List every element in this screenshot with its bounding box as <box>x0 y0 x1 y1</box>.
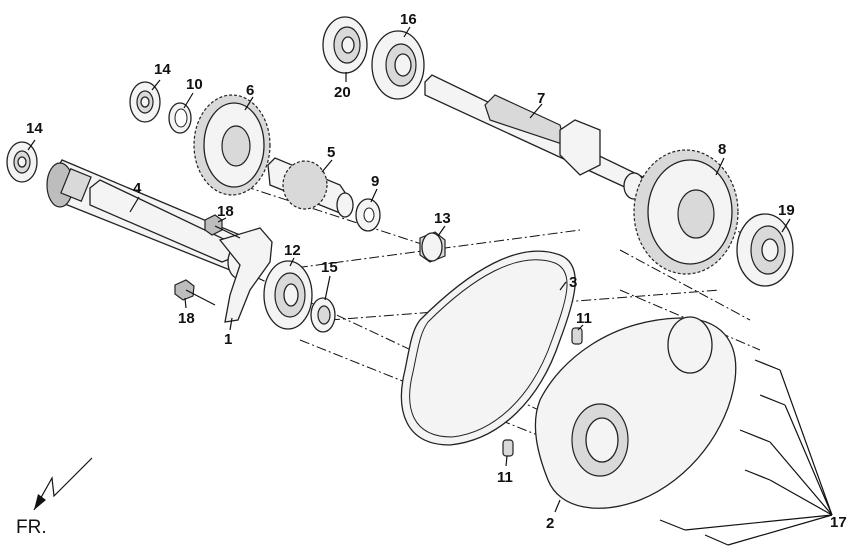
callout-17: 17 <box>830 514 847 531</box>
callout-18-lower: 18 <box>178 310 195 327</box>
callout-14-upper: 14 <box>154 61 171 78</box>
leader-lines-17 <box>684 369 833 546</box>
callout-labels: 14 4 14 10 6 20 16 7 8 19 5 9 13 18 12 1… <box>26 11 847 532</box>
callout-1: 1 <box>224 331 232 348</box>
bolts-17 <box>659 359 786 546</box>
callout-12: 12 <box>284 242 301 259</box>
bearing-14-upper <box>129 81 161 123</box>
callout-13: 13 <box>434 210 451 227</box>
pinion-5 <box>267 157 354 218</box>
callout-5: 5 <box>327 144 335 161</box>
callout-18-upper: 18 <box>217 203 234 220</box>
needle-bearing-13 <box>419 231 446 263</box>
callout-16: 16 <box>400 11 417 28</box>
oil-seal-16 <box>371 30 425 100</box>
callout-11-lower: 11 <box>497 469 513 486</box>
callout-10: 10 <box>186 76 203 93</box>
callout-8: 8 <box>718 141 726 158</box>
bearing-12 <box>263 260 313 330</box>
callout-14-left: 14 <box>26 120 43 137</box>
main-shaft-7 <box>424 74 646 200</box>
front-direction-arrow-icon <box>33 457 93 511</box>
gear-8 <box>633 149 739 275</box>
bolt-18-upper <box>204 214 241 239</box>
orientation-label: FR. <box>16 517 47 538</box>
bearing-19 <box>736 213 794 287</box>
callout-15: 15 <box>321 259 338 276</box>
transmission-cover-2 <box>534 316 737 509</box>
retainer-plate-1 <box>218 227 273 323</box>
callout-11-upper: 11 <box>576 310 592 327</box>
callout-20: 20 <box>334 84 351 101</box>
callout-6: 6 <box>246 82 254 99</box>
oil-seal-15 <box>310 297 336 333</box>
gasket-3 <box>400 250 576 446</box>
dowel-pin-11-lower <box>502 439 514 457</box>
callout-9: 9 <box>371 173 379 190</box>
gear-6 <box>193 94 271 196</box>
washer-9 <box>355 198 381 232</box>
dowel-pin-11-upper <box>571 327 583 345</box>
callout-2: 2 <box>546 515 554 532</box>
bolt-18-lower <box>174 279 216 306</box>
callout-19: 19 <box>778 202 795 219</box>
bearing-20 <box>322 16 368 74</box>
callout-leader-lines <box>27 26 791 513</box>
callout-3: 3 <box>569 274 577 291</box>
callout-4: 4 <box>133 180 142 197</box>
callout-7: 7 <box>537 90 545 107</box>
washer-10 <box>168 102 192 134</box>
bearing-14-left <box>6 141 38 183</box>
